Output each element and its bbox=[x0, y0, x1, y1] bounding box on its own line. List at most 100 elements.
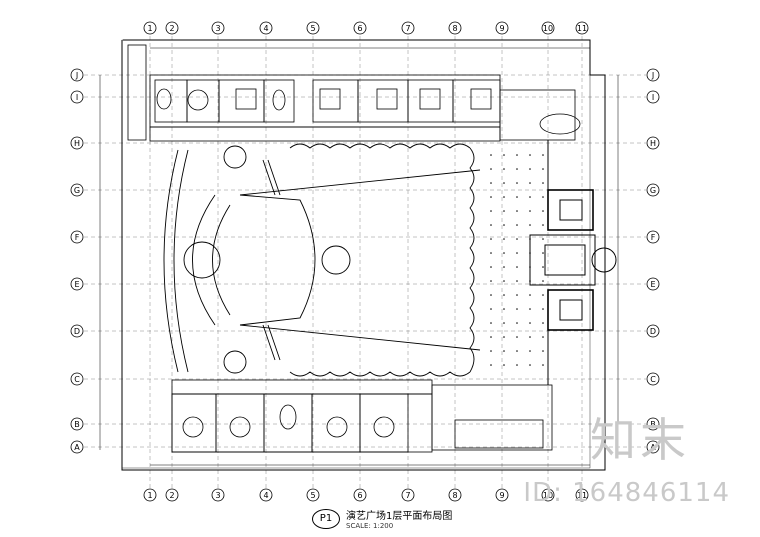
floor-dot bbox=[503, 182, 505, 184]
floor-dot bbox=[529, 294, 531, 296]
floor-dot bbox=[516, 266, 518, 268]
floor-dot bbox=[542, 238, 544, 240]
col-10-label: 10 bbox=[543, 24, 553, 33]
bottom-rooms bbox=[171, 379, 553, 453]
right-core bbox=[529, 140, 617, 385]
floor-dot bbox=[490, 168, 492, 170]
floor-dot bbox=[542, 294, 544, 296]
floor-dot bbox=[529, 308, 531, 310]
floor-dot bbox=[516, 322, 518, 324]
col-10-bottom-bubble bbox=[541, 488, 555, 502]
floor-dot bbox=[542, 280, 544, 282]
row-B-right-label: B bbox=[650, 420, 656, 429]
watermark-logo: 知末 bbox=[590, 413, 690, 467]
floor-dot bbox=[542, 252, 544, 254]
floor-dot bbox=[490, 280, 492, 282]
row-J-right-label: J bbox=[651, 71, 654, 80]
floor-dot bbox=[503, 364, 505, 366]
col-5-bottom-bubble bbox=[306, 488, 320, 502]
row-E-label: E bbox=[74, 280, 79, 289]
floor-dot bbox=[529, 350, 531, 352]
floor-dot bbox=[503, 322, 505, 324]
drawing-title: 演艺广场1层平面布局图 bbox=[346, 511, 453, 522]
col-11-bottom-bubble bbox=[575, 488, 589, 502]
col-4-bottom-label: 4 bbox=[263, 491, 268, 500]
floor-dot bbox=[490, 350, 492, 352]
row-J-right-bubble bbox=[646, 68, 660, 82]
floor-dot bbox=[542, 364, 544, 366]
row-G-right-bubble bbox=[646, 183, 660, 197]
watermark-id: ID: 164846114 bbox=[523, 478, 730, 508]
plate-number: P1 bbox=[312, 509, 340, 529]
col-3-bottom-bubble bbox=[211, 488, 225, 502]
row-A-label: A bbox=[74, 443, 80, 452]
floor-dot bbox=[542, 224, 544, 226]
col-3-bottom-label: 3 bbox=[215, 491, 220, 500]
row-D-right-label: D bbox=[650, 327, 656, 336]
col-9-bottom-label: 9 bbox=[499, 491, 504, 500]
drawing-title-block: P1 演艺广场1层平面布局图 SCALE: 1:200 bbox=[310, 505, 470, 535]
floor-dot bbox=[503, 154, 505, 156]
row-H-right-label: H bbox=[650, 139, 656, 148]
col-1-bubble bbox=[143, 21, 157, 35]
floor-dot bbox=[503, 280, 505, 282]
floor-dot bbox=[503, 266, 505, 268]
row-B-right-bubble bbox=[646, 417, 660, 431]
row-A-right-bubble bbox=[646, 440, 660, 454]
col-6-bottom-label: 6 bbox=[357, 491, 362, 500]
floor-dot bbox=[503, 224, 505, 226]
row-B-bubble bbox=[70, 417, 84, 431]
drawing-scale: SCALE: 1:200 bbox=[346, 522, 394, 530]
floor-dot bbox=[490, 308, 492, 310]
floor-dot bbox=[529, 364, 531, 366]
col-2-bubble bbox=[165, 21, 179, 35]
floor-dot bbox=[516, 182, 518, 184]
row-G-label: G bbox=[74, 186, 80, 195]
floor-dot bbox=[516, 364, 518, 366]
lobby-floor-pattern bbox=[490, 154, 544, 366]
row-E-bubble bbox=[70, 277, 84, 291]
row-D-bubble bbox=[70, 324, 84, 338]
col-2-label: 2 bbox=[169, 24, 174, 33]
floor-dot bbox=[516, 168, 518, 170]
col-8-label: 8 bbox=[452, 24, 457, 33]
floor-dot bbox=[542, 350, 544, 352]
floor-dot bbox=[516, 280, 518, 282]
floor-dot bbox=[529, 336, 531, 338]
row-D-label: D bbox=[74, 327, 80, 336]
col-10-bubble bbox=[541, 21, 555, 35]
row-F-bubble bbox=[70, 230, 84, 244]
col-4-label: 4 bbox=[263, 24, 268, 33]
auditorium bbox=[163, 143, 481, 377]
floor-dot bbox=[516, 350, 518, 352]
floor-dot bbox=[542, 168, 544, 170]
col-6-bottom-bubble bbox=[353, 488, 367, 502]
floor-dot bbox=[490, 210, 492, 212]
row-D-right-bubble bbox=[646, 324, 660, 338]
building-outline bbox=[121, 39, 606, 471]
col-4-bottom-bubble bbox=[259, 488, 273, 502]
floor-dot bbox=[529, 224, 531, 226]
floor-dot bbox=[490, 154, 492, 156]
col-11-label: 11 bbox=[577, 24, 587, 33]
col-1-label: 1 bbox=[147, 24, 152, 33]
floor-dot bbox=[542, 266, 544, 268]
col-9-bubble bbox=[495, 21, 509, 35]
floor-dot bbox=[529, 210, 531, 212]
floor-dot bbox=[490, 252, 492, 254]
row-A-bubble bbox=[70, 440, 84, 454]
col-8-bottom-label: 8 bbox=[452, 491, 457, 500]
row-F-label: F bbox=[75, 233, 80, 242]
col-9-label: 9 bbox=[499, 24, 504, 33]
floor-dot bbox=[529, 182, 531, 184]
col-7-bubble bbox=[401, 21, 415, 35]
row-I-right-bubble bbox=[646, 90, 660, 104]
floor-dot bbox=[516, 154, 518, 156]
floor-dot bbox=[516, 308, 518, 310]
top-rooms bbox=[149, 74, 581, 142]
floor-dot bbox=[490, 336, 492, 338]
row-J-bubble bbox=[70, 68, 84, 82]
row-H-label: H bbox=[74, 139, 80, 148]
dimension-lines bbox=[99, 47, 619, 466]
